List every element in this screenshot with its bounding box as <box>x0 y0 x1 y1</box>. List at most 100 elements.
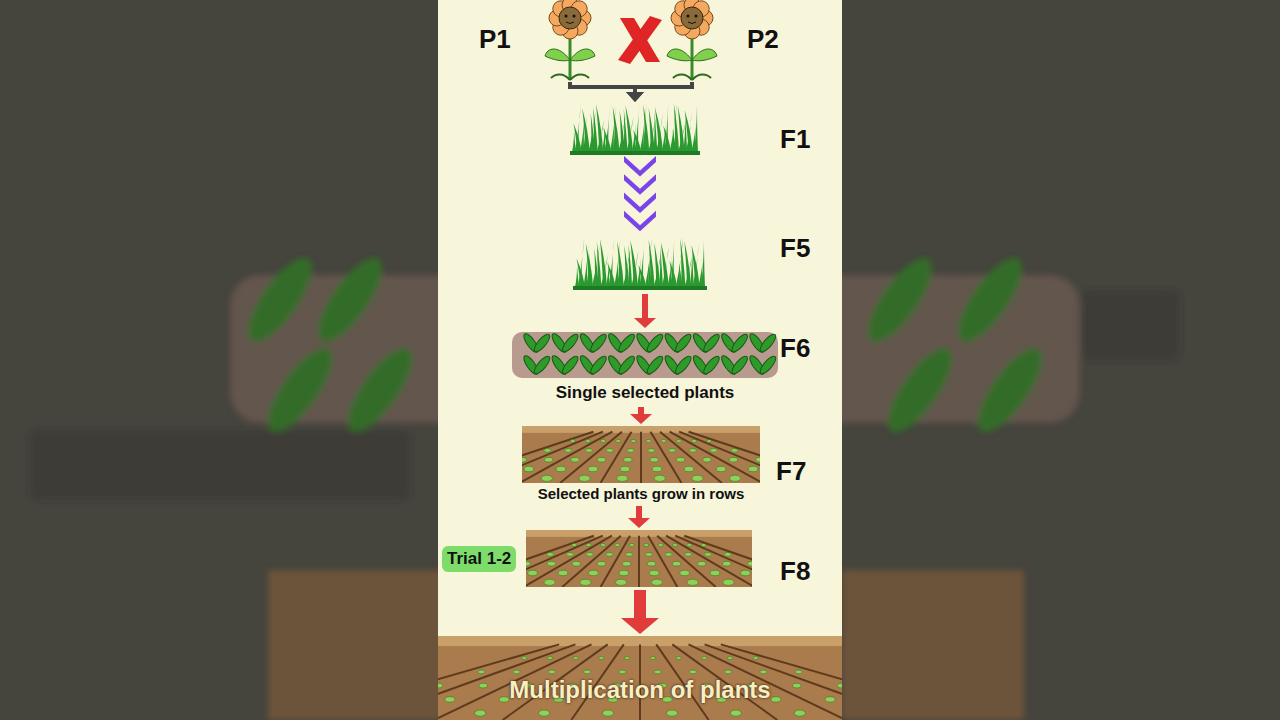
grass-blade <box>701 241 705 287</box>
grass-blade <box>633 130 641 152</box>
seedling <box>654 670 661 674</box>
furrow <box>679 432 760 483</box>
stage-caption: Single selected plants <box>512 383 778 403</box>
grass-blade <box>680 238 685 287</box>
flow-connector <box>630 407 652 424</box>
connector-line <box>642 294 648 319</box>
grass-blade <box>630 240 638 287</box>
seedling <box>544 579 555 585</box>
seedling <box>586 553 593 557</box>
seedling <box>573 657 578 660</box>
chevron-arrow <box>624 211 656 232</box>
seedling <box>702 657 707 660</box>
seedling <box>685 553 692 557</box>
grass-blade <box>691 245 699 287</box>
seedling <box>556 466 566 471</box>
seedling <box>579 475 590 481</box>
grass-blade <box>643 105 649 153</box>
seedling <box>627 449 634 453</box>
seedling <box>672 561 680 566</box>
seedling <box>648 449 655 453</box>
seedling <box>624 657 629 660</box>
seedling <box>771 697 781 702</box>
seedling <box>723 579 734 585</box>
seedling <box>570 440 575 443</box>
leaf <box>617 354 637 376</box>
seedling <box>676 440 681 443</box>
seedling <box>654 475 665 481</box>
grass-blade <box>577 259 585 287</box>
seedling <box>689 449 696 453</box>
arrow-head <box>628 518 650 528</box>
generation-label: F1 <box>780 124 810 155</box>
stage-caption: Selected plants grow in rows <box>522 485 760 502</box>
furrow <box>526 536 612 587</box>
grass-blade <box>661 242 669 287</box>
grass-illustration <box>573 235 707 291</box>
flower-eye <box>687 15 690 18</box>
seedling <box>580 579 591 585</box>
seedling <box>586 449 593 453</box>
furrow <box>675 536 752 587</box>
grass-blade <box>597 242 602 287</box>
connector-line <box>636 506 642 519</box>
seedling <box>730 710 741 716</box>
seedling <box>652 466 662 471</box>
seedling <box>676 457 684 462</box>
field-ground <box>438 636 842 720</box>
chevron-arrow <box>624 174 656 195</box>
grass-blade <box>574 124 582 152</box>
seedling <box>760 670 767 674</box>
flow-connector <box>628 506 650 528</box>
seedling <box>645 553 652 557</box>
leaf <box>645 332 665 354</box>
seedling <box>619 570 629 575</box>
flower-leaf <box>667 49 692 61</box>
seedling <box>600 544 605 547</box>
seedling <box>725 670 732 674</box>
leaf <box>532 332 552 354</box>
leaf <box>758 354 778 376</box>
flower-root <box>673 75 711 81</box>
flower-mouth <box>566 22 574 24</box>
grass-blade <box>674 103 679 152</box>
seedling <box>600 440 605 443</box>
field-ground <box>522 426 760 483</box>
seedling <box>588 466 598 471</box>
flow-connector <box>621 590 659 634</box>
seedling <box>650 457 658 462</box>
furrow <box>684 536 752 587</box>
grass-blade <box>638 265 646 287</box>
seedling <box>572 544 577 547</box>
seedling <box>748 561 752 566</box>
arrow-head <box>626 92 644 102</box>
grass-base <box>573 286 707 290</box>
field-multiplication: Multiplication of plants <box>438 636 842 720</box>
seedling <box>649 570 659 575</box>
seedling <box>710 449 717 453</box>
seedling <box>658 544 663 547</box>
seedling <box>572 561 580 566</box>
seedling <box>597 457 605 462</box>
generation-label: F5 <box>780 233 810 264</box>
parent-flower: P1 <box>543 0 597 82</box>
leaf <box>730 332 750 354</box>
seedling <box>629 544 634 547</box>
grass-blade <box>655 107 663 152</box>
background-field <box>268 570 448 720</box>
band-ground <box>512 332 778 378</box>
seedling <box>475 710 486 716</box>
flower-center <box>681 7 703 29</box>
seedling <box>689 670 696 674</box>
seedling <box>602 710 613 716</box>
seedling <box>619 670 626 674</box>
flower-illustration <box>543 0 597 82</box>
connector-line <box>634 590 646 619</box>
seedling <box>624 457 632 462</box>
flower-eye <box>565 15 568 18</box>
seedling <box>571 457 579 462</box>
furrow <box>640 432 642 483</box>
seedling <box>692 475 703 481</box>
seedling <box>729 457 737 462</box>
seedling <box>438 683 443 688</box>
